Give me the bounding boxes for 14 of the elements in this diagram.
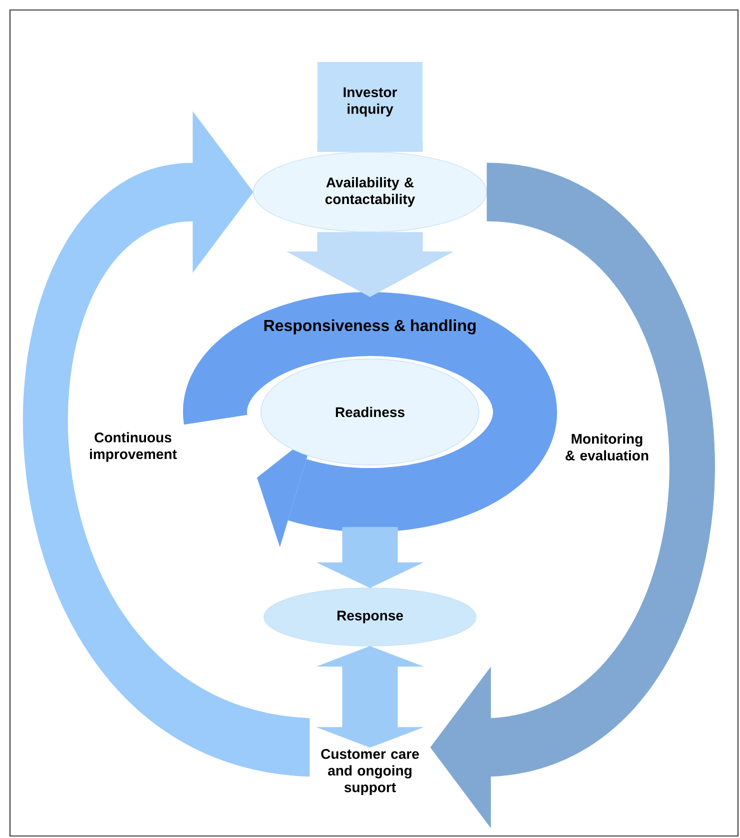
edge-label: Continuous improvement: [90, 432, 177, 462]
arrow: [286, 232, 454, 298]
arrow: [24, 112, 310, 777]
oval: Availability & contactability: [253, 152, 487, 232]
oval: Readiness: [260, 358, 480, 466]
label-text: Customer care and ongoing support: [321, 749, 419, 796]
oval: Response: [264, 588, 476, 646]
arrow: [316, 646, 424, 748]
arrow: [430, 162, 715, 828]
edge-label: Monitoring & evaluation: [566, 434, 648, 460]
arrow: [317, 142, 423, 152]
node-label: Investor inquiry: [344, 87, 398, 117]
node-label: Responsiveness & handling: [264, 319, 476, 334]
arrow: [316, 527, 424, 588]
